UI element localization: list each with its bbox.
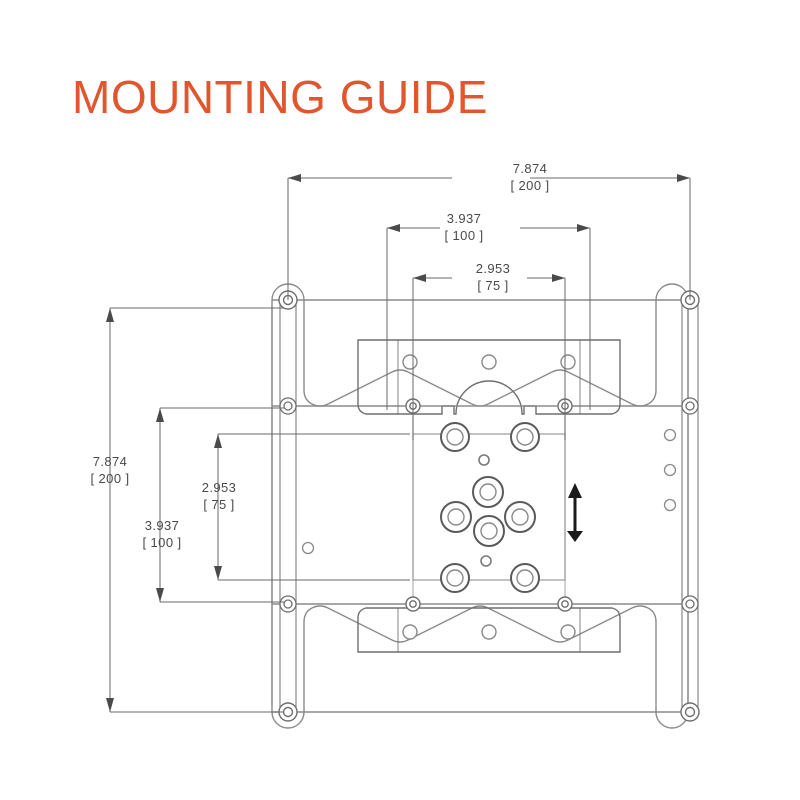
bracket-hole	[481, 624, 497, 640]
adjust-arrow-annotation	[567, 483, 583, 542]
side-hole	[663, 463, 677, 477]
dim-arrow	[156, 588, 164, 602]
dim-label-h75-inches: 2.953	[476, 261, 511, 276]
vesa100-frame	[412, 405, 566, 605]
bracket-hole	[402, 354, 418, 370]
side-rails	[279, 300, 699, 712]
page-title: MOUNTING GUIDE	[72, 71, 488, 123]
bracket-hole	[560, 624, 576, 640]
dim-arrow	[677, 174, 690, 182]
bottom-bracket-holes	[402, 624, 576, 640]
dim-arrow	[156, 408, 164, 422]
outer-plate-outline	[271, 283, 689, 729]
dim-arrow	[288, 174, 301, 182]
top-bracket	[357, 339, 621, 415]
dim-label-h100-mm: [ 100 ]	[445, 228, 484, 243]
dim-label-h200-mm: [ 200 ]	[511, 178, 550, 193]
bracket-hole	[402, 624, 418, 640]
outer-plate-group	[271, 283, 689, 729]
pilot-hole	[480, 555, 492, 567]
dim-arrow	[387, 224, 400, 232]
dim-label-v75-mm: [ 75 ]	[203, 497, 234, 512]
dim-label-v75-inches: 2.953	[202, 480, 237, 495]
dim-label-v100-mm: [ 100 ]	[143, 535, 182, 550]
vertical-dimension-labels: 7.874 [ 200 ] 3.937 [ 100 ] 2.953 [ 75 ]	[91, 454, 237, 550]
bottom-bracket	[357, 607, 621, 653]
side-hole	[663, 498, 677, 512]
dim-label-v100-inches: 3.937	[145, 518, 180, 533]
horizontal-dimensions	[287, 174, 691, 440]
dim-arrow	[552, 274, 565, 282]
inner-plate	[412, 405, 566, 605]
side-hole	[663, 428, 677, 442]
bracket-hole	[560, 354, 576, 370]
vertical-dimensions	[106, 307, 410, 713]
dim-label-h200-inches: 7.874	[513, 161, 548, 176]
dim-arrow	[577, 224, 590, 232]
dim-label-h75-mm: [ 75 ]	[477, 278, 508, 293]
dim-label-h100-inches: 3.937	[447, 211, 482, 226]
adjust-arrow-head-down	[567, 531, 583, 542]
top-bracket-holes	[402, 354, 576, 370]
dim-arrow	[214, 434, 222, 448]
outer-plate-silhouette	[271, 306, 689, 706]
horizontal-dimension-labels: 7.874 [ 200 ] 3.937 [ 100 ] 2.953 [ 75 ]	[445, 161, 550, 293]
top-bracket-outline	[357, 339, 621, 415]
rail-hole	[279, 397, 699, 613]
dim-label-v200-mm: [ 200 ]	[91, 471, 130, 486]
vesa100-holes	[405, 398, 573, 612]
bottom-bracket-outline	[357, 607, 621, 653]
bracket-hole	[481, 354, 497, 370]
dim-arrow	[413, 274, 426, 282]
pilot-hole	[478, 454, 490, 466]
vesa75-boss-inner	[446, 428, 534, 587]
dim-arrow	[106, 308, 114, 322]
pilot-holes	[478, 454, 492, 567]
center-cluster-boss-inner	[447, 483, 529, 540]
dim-arrow	[214, 566, 222, 580]
dim-label-v200-inches: 7.874	[93, 454, 128, 469]
side-small-holes	[301, 428, 677, 555]
dim-arrow	[106, 698, 114, 712]
side-hole	[301, 541, 315, 555]
adjust-arrow-head-up	[568, 483, 582, 498]
